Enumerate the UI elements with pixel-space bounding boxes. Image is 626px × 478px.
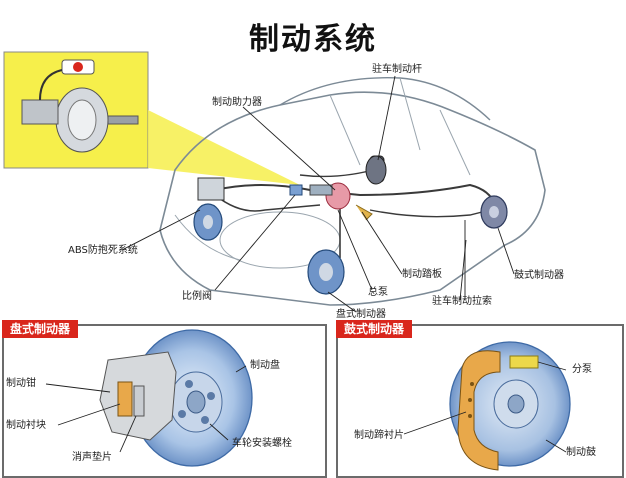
label-parking-cable: 驻车制动拉索 bbox=[432, 296, 492, 307]
label-disc-brake: 盘式制动器 bbox=[336, 309, 386, 320]
label-disc: 制动盘 bbox=[250, 360, 280, 371]
car-brake-illustration bbox=[3, 51, 546, 313]
label-master-cylinder: 总泵 bbox=[368, 287, 388, 298]
label-wheel-bolt: 车轮安装螺栓 bbox=[232, 438, 292, 449]
car-outline bbox=[159, 91, 546, 306]
proportioning-valve bbox=[289, 184, 303, 196]
drum-brake-tag: 鼓式制动器 bbox=[336, 320, 413, 338]
label-drum-brake: 鼓式制动器 bbox=[514, 270, 564, 281]
label-brake-pedal: 制动踏板 bbox=[402, 269, 442, 280]
label-wheel-cylinder: 分泵 bbox=[572, 364, 592, 375]
brake-pedal bbox=[355, 204, 373, 221]
label-shim: 消声垫片 bbox=[72, 452, 112, 463]
abs-module bbox=[197, 177, 225, 201]
master-cylinder-small bbox=[21, 99, 59, 125]
label-drum: 制动鼓 bbox=[566, 447, 596, 458]
label-caliper: 制动钳 bbox=[6, 378, 36, 389]
label-lining: 制动蹄衬片 bbox=[354, 430, 404, 441]
label-proportioning-valve: 比例阀 bbox=[182, 291, 212, 302]
callout-pointer bbox=[148, 110, 300, 185]
disc-brake-panel bbox=[2, 324, 327, 478]
label-parking-lever: 驻车制动杆 bbox=[372, 64, 422, 75]
page-title: 制动系统 bbox=[249, 22, 377, 57]
label-abs: ABS防抱死系统 bbox=[68, 245, 138, 256]
disc-brake-tag: 盘式制动器 bbox=[2, 320, 79, 338]
label-booster: 制动助力器 bbox=[212, 97, 262, 108]
label-pad: 制动衬块 bbox=[6, 420, 46, 431]
